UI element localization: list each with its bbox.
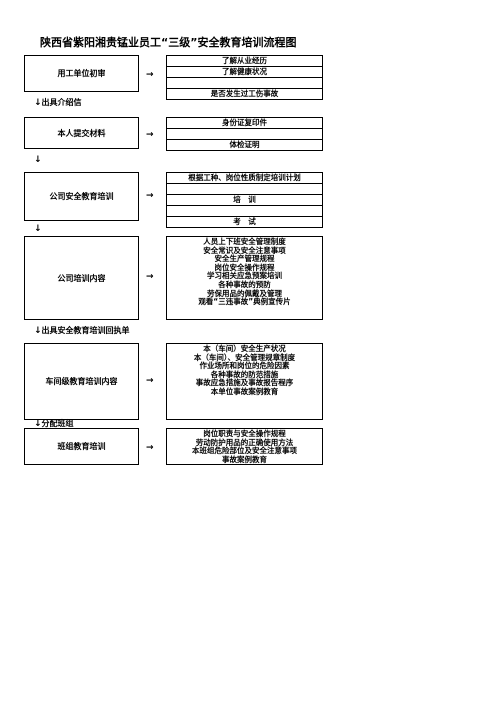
- connector-label: 分配班组: [41, 419, 74, 428]
- stage-box-team-training: 班组教育培训: [24, 428, 139, 465]
- stage-detail-initial-review: 了解从业经历 了解健康状况 是否发生过工伤事故: [166, 55, 323, 100]
- stage-box-submit-materials: 本人提交材料: [24, 117, 139, 149]
- detail-line: 劳动防护用品的正确使用方法: [195, 437, 294, 447]
- right-arrow: →: [146, 272, 154, 282]
- detail-line: 各种事故的预防: [218, 279, 271, 289]
- detail-line: 事故应急措施及事故报告程序: [195, 378, 294, 388]
- page-title: 陕西省紫阳湘贵锰业员工“三级”安全教育培训流程图: [40, 36, 297, 49]
- stage-label: 公司安全教育培训: [49, 192, 114, 201]
- stage-label: 班组教育培训: [57, 442, 106, 451]
- stage-detail-company-content: 人员上下班安全管理制度 安全常识及安全注意事项 安全生产管理规程 岗位安全操作规…: [166, 236, 323, 320]
- detail-row: 根据工种、岗位性质制定培训计划: [167, 173, 322, 184]
- connector-down: ↓: [34, 224, 42, 234]
- stage-detail-submit-materials: 身份证复印件 体检证明: [166, 117, 323, 151]
- right-arrow: →: [146, 191, 154, 201]
- detail-line: 岗位职责与安全操作规程: [203, 429, 286, 438]
- stage-label: 本人提交材料: [57, 128, 106, 138]
- detail-row: 身份证复印件: [167, 118, 322, 129]
- connector-label: 出具介绍信: [41, 98, 82, 107]
- stage-label: 用工单位初审: [57, 69, 106, 78]
- connector-label: 出具安全教育培训回执单: [41, 326, 130, 335]
- stage-box-company-content: 公司培训内容: [24, 236, 139, 320]
- stage-box-workshop-training: 车间级教育培训内容: [24, 343, 139, 420]
- stage-detail-team-training: 岗位职责与安全操作规程 劳动防护用品的正确使用方法 本班组危险部位及安全注意事项…: [166, 428, 323, 465]
- detail-line: 各种事故的防范措施: [210, 369, 279, 379]
- stage-label: 车间级教育培训内容: [45, 377, 118, 386]
- right-arrow: →: [146, 130, 154, 140]
- detail-row: 考 试: [233, 217, 256, 226]
- down-arrow: ↓: [34, 419, 42, 429]
- detail-line: 安全生产管理规程: [214, 254, 275, 264]
- stage-box-company-training: 公司安全教育培训: [24, 172, 139, 221]
- detail-line: 人员上下班安全管理制度: [203, 237, 286, 246]
- detail-line: 本单位事故案例教育: [210, 386, 279, 396]
- detail-line: 劳保用品的佩戴及管理: [207, 288, 282, 298]
- right-arrow: →: [146, 443, 154, 453]
- connector-training-receipt: ↓出具安全教育培训回执单: [34, 326, 130, 336]
- connector-assign-team: ↓分配班组: [34, 419, 74, 429]
- detail-row: 体检证明: [229, 140, 260, 149]
- detail-line: 作业场所和岗位的危险因素: [199, 361, 290, 371]
- detail-line: 岗位安全操作规程: [214, 262, 275, 272]
- detail-row: [167, 184, 322, 195]
- detail-line: 本（车间）安全生产状况: [203, 344, 286, 353]
- detail-line: 安全常识及安全注意事项: [203, 245, 286, 255]
- detail-row: 培 训: [167, 195, 322, 206]
- detail-line: 事故案例教育: [222, 454, 267, 464]
- detail-row: 是否发生过工伤事故: [210, 89, 279, 98]
- detail-row: [167, 129, 322, 140]
- stage-label: 公司培训内容: [57, 273, 106, 283]
- down-arrow: ↓: [34, 155, 42, 165]
- detail-row: [167, 78, 322, 89]
- right-arrow: →: [146, 376, 154, 386]
- down-arrow: ↓: [34, 224, 42, 234]
- stage-detail-company-training: 根据工种、岗位性质制定培训计划 培 训 考 试: [166, 172, 323, 228]
- down-arrow: ↓: [34, 326, 42, 336]
- detail-row: 了解从业经历: [167, 56, 322, 67]
- stage-detail-workshop-training: 本（车间）安全生产状况 本（车间）、安全管理规章制度 作业场所和岗位的危险因素 …: [166, 343, 323, 420]
- down-arrow: ↓: [34, 98, 42, 108]
- connector-down: ↓: [34, 155, 42, 165]
- detail-line: 本班组危险部位及安全注意事项: [192, 446, 297, 456]
- connector-intro-letter: ↓出具介绍信: [34, 98, 82, 108]
- detail-row: [167, 206, 322, 217]
- detail-row: 了解健康状况: [167, 67, 322, 78]
- detail-line: 本（车间）、安全管理规章制度: [193, 352, 296, 362]
- detail-line: 观看“三违事故”典例宣传片: [198, 297, 291, 307]
- stage-box-initial-review: 用工单位初审: [24, 55, 139, 92]
- detail-line: 学习相关应急预案培训: [207, 271, 282, 281]
- right-arrow: →: [146, 70, 154, 80]
